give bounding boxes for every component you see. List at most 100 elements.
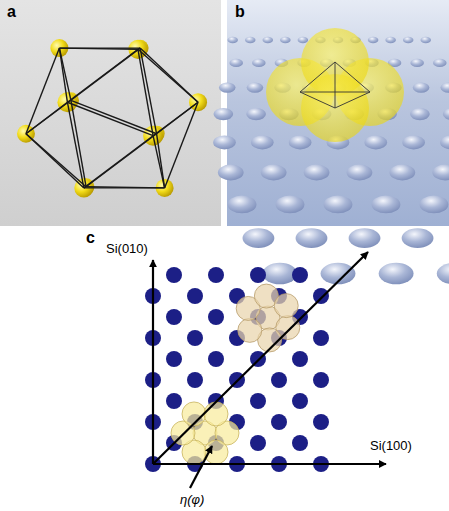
panel-letter: b [235,3,245,21]
surface-atom [219,82,236,92]
cluster-bond [140,48,198,102]
surface-atom [440,82,449,92]
surface-atom [364,135,387,149]
panel-background [0,0,221,226]
cluster-bond [138,49,153,135]
surface-atom [276,196,305,214]
surface-atom [349,228,381,248]
surface-atom [213,135,236,149]
surface-atom [420,196,449,214]
surface-atom [385,37,396,43]
cluster-bond [86,134,157,187]
surface-atom [324,196,353,214]
surface-atom [229,59,243,67]
gold-atom [274,294,298,318]
surface-atom [227,37,238,43]
cluster-bond [165,102,198,188]
silicon-atom [271,372,287,388]
surface-atom [433,59,447,67]
cluster-outline [300,62,370,108]
surface-atom [379,263,414,284]
surface-atom [262,263,297,284]
surface-atom [368,37,379,43]
surface-atom [214,108,234,120]
silicon-atom [250,435,266,451]
surface-atom [228,196,257,214]
silicon-atom [292,267,308,283]
silicon-atom [208,309,224,325]
surface-atom [261,165,287,181]
surface-atom [252,59,266,67]
panel-a [0,0,221,226]
silicon-atom [187,288,203,304]
surface-atom [245,37,256,43]
surface-atom [304,165,330,181]
panel-letter: c [86,229,95,247]
surface-atom [372,196,401,214]
cluster-bond [71,100,157,133]
gold-atom [204,402,228,426]
cluster-bond [71,100,86,186]
silicon-atom [313,330,329,346]
surface-atom [413,82,430,92]
axis-label: Si(100) [370,439,412,453]
surface-atom [243,228,275,248]
axis-label: Si(010) [106,242,148,256]
panel-background [227,0,449,226]
cluster-bond [59,48,67,102]
surface-atom [440,135,449,149]
silicon-atom [187,372,203,388]
surface-atom [437,263,449,284]
surface-atom [263,37,274,43]
cluster-bond [26,134,86,187]
surface-atom [280,37,291,43]
cluster-bond [59,47,140,48]
silicon-atom [292,351,308,367]
silicon-atom [166,351,182,367]
silicon-atom [271,414,287,430]
angle-label: η(φ) [180,493,204,507]
silicon-atom [166,309,182,325]
axis-arrow [153,463,386,465]
surface-atom [298,37,309,43]
cluster-bond [153,136,165,188]
surface-atom [410,59,424,67]
silicon-atom [208,267,224,283]
surface-atom [410,108,430,120]
surface-atom [289,135,312,149]
surface-atom [247,82,264,92]
surface-atom [296,228,328,248]
panel-letter: a [7,3,16,21]
surface-atom [443,108,449,120]
silicon-atom [250,267,266,283]
cluster-bond [67,49,138,102]
pointer-arrow [190,446,212,488]
cluster-bond [67,102,153,135]
surface-atom [403,37,414,43]
diagonal-arrow [153,252,368,464]
surface-atom [420,37,431,43]
surface-atom [218,165,244,181]
surface-atom [402,228,434,248]
surface-atom [402,135,425,149]
gold-atom [238,318,262,342]
silicon-atom [313,414,329,430]
silicon-atom [166,267,182,283]
cluster-bond [67,102,83,188]
axis-arrow [152,260,154,464]
cluster-bond [86,187,165,188]
surface-atom [251,135,274,149]
panel-b [213,0,449,284]
surface-atom [389,165,415,181]
surface-atom [347,165,373,181]
silicon-atom [313,372,329,388]
silicon-atom [187,330,203,346]
silicon-atom [208,351,224,367]
silicon-atom [250,393,266,409]
silicon-atom [292,393,308,409]
cluster-bond [26,102,67,134]
silicon-atom [166,393,182,409]
cluster-bond [84,187,165,188]
